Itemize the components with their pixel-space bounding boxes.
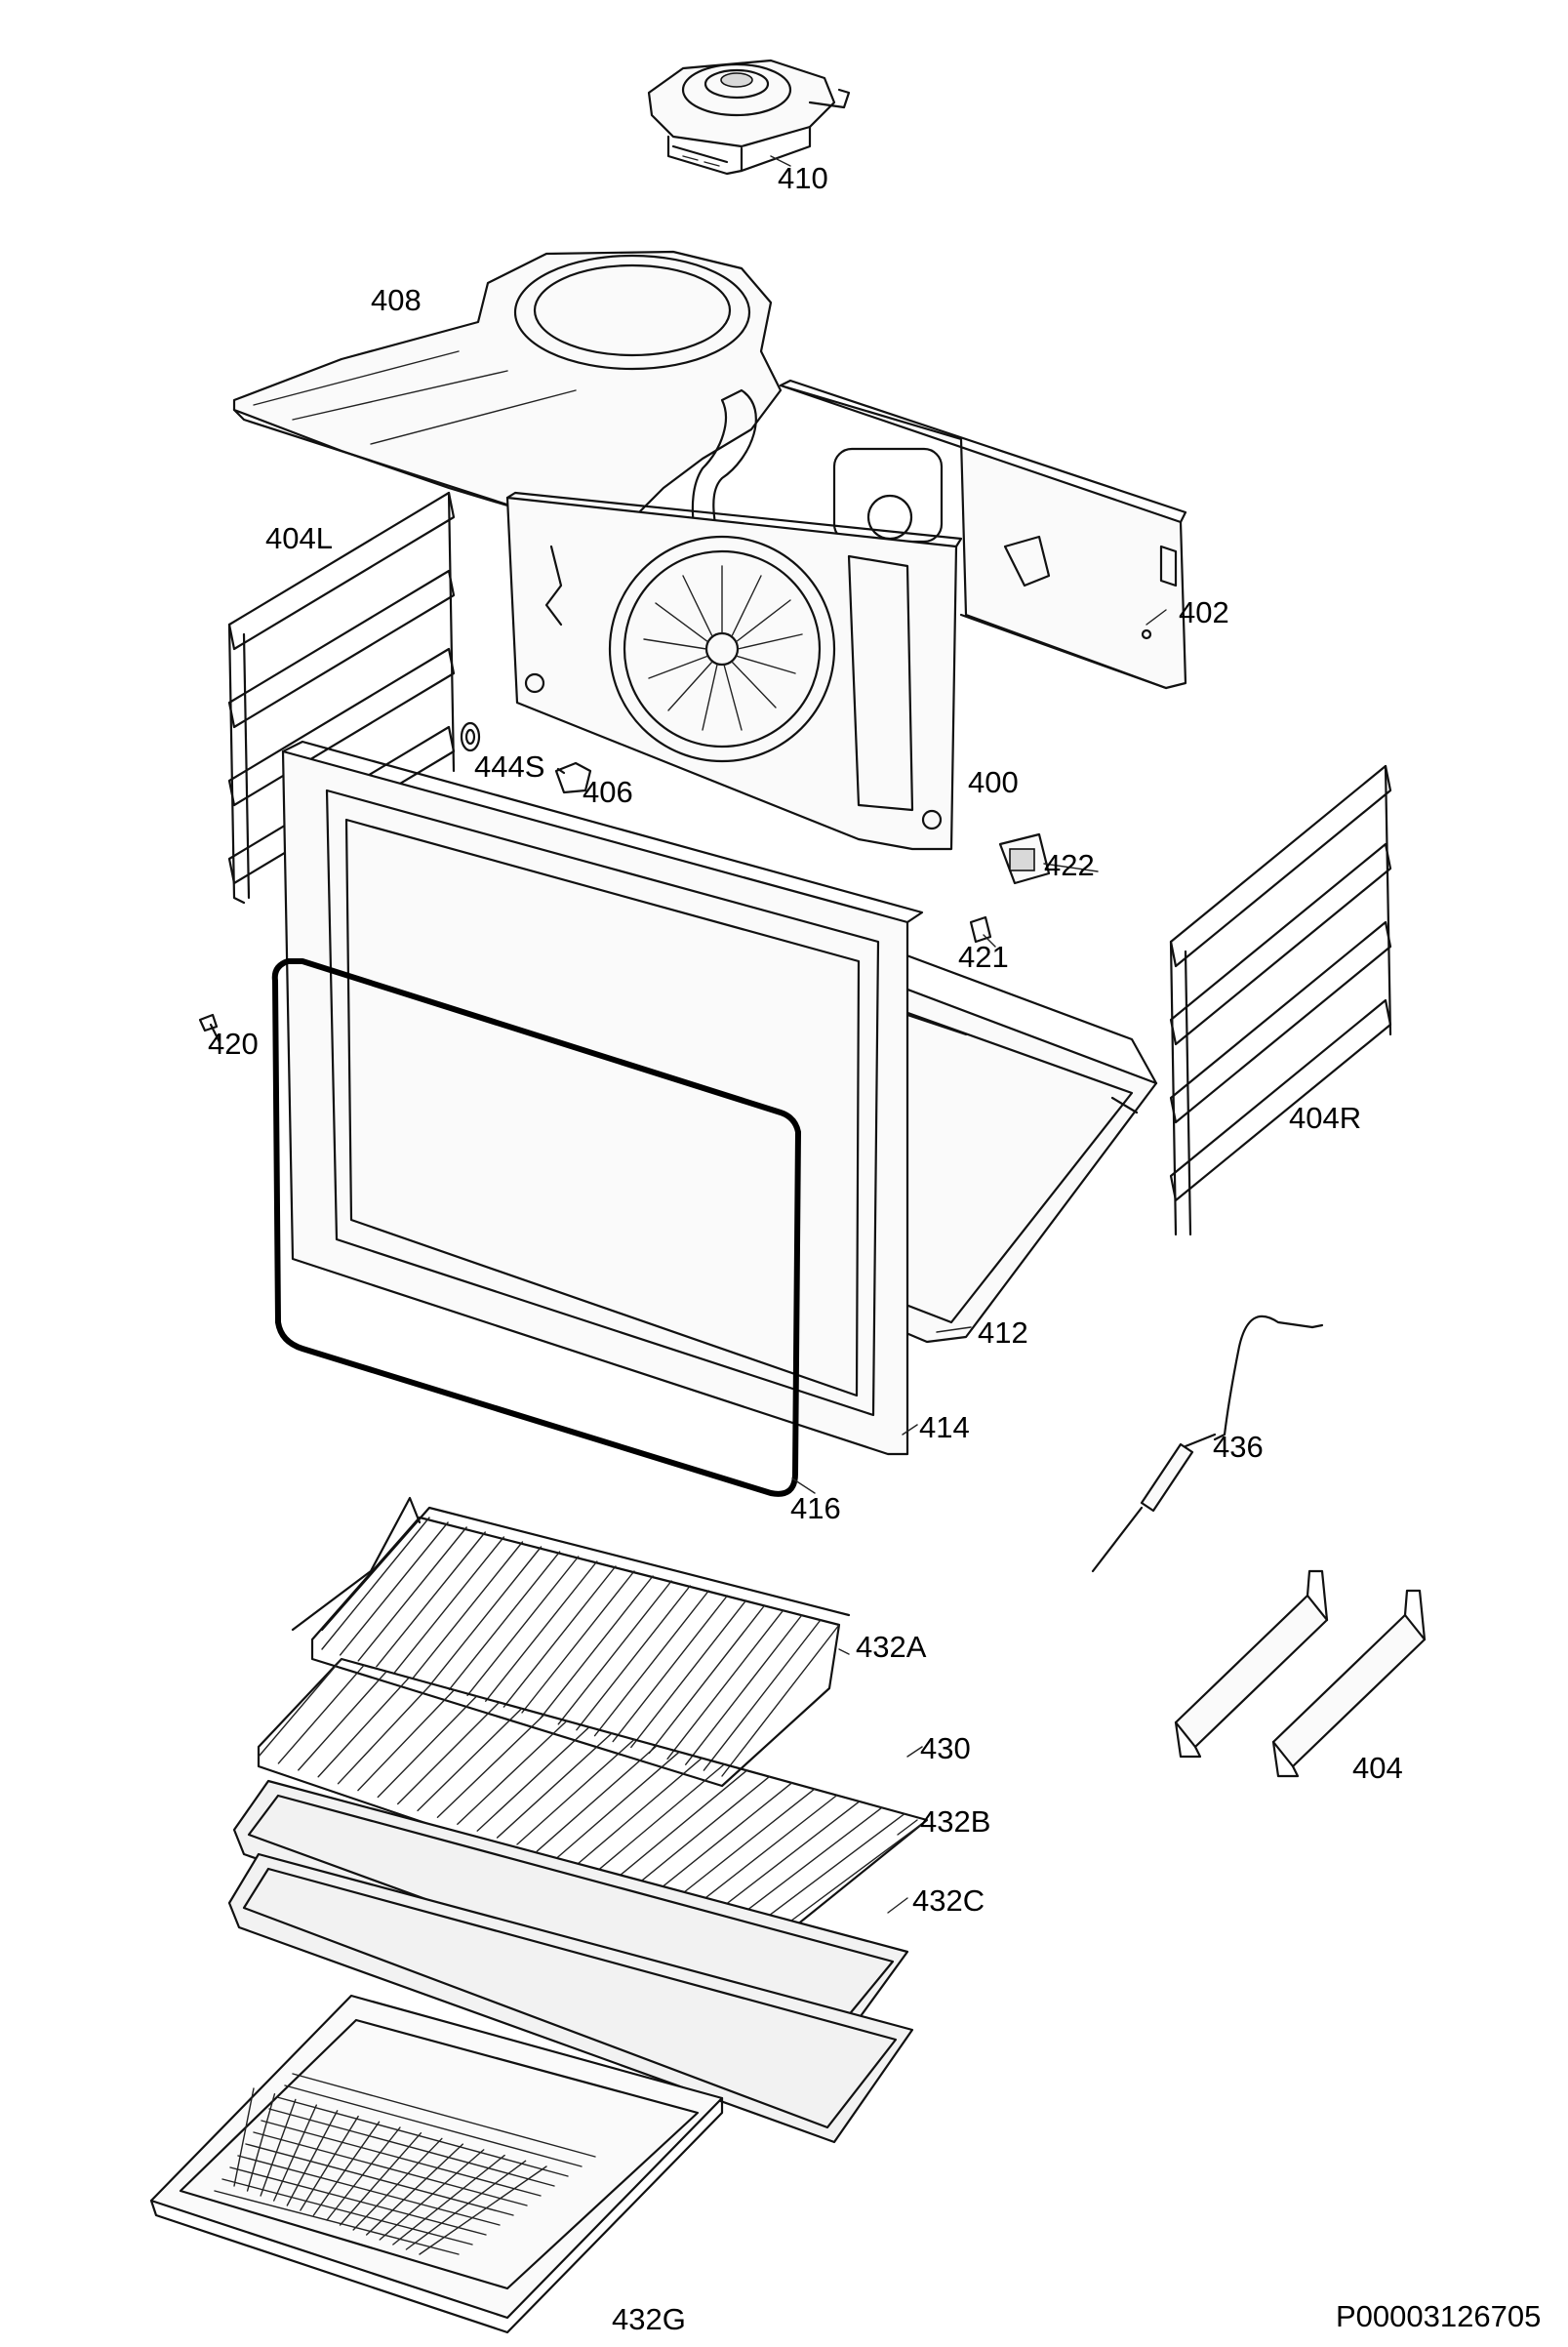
screw-drawing	[198, 1013, 221, 1044]
part-label-432A: 432A	[856, 1630, 927, 1664]
part-label-404L: 404L	[265, 521, 333, 555]
nut-drawing	[554, 761, 592, 794]
left-rack-drawing	[227, 491, 456, 905]
leader-lines	[770, 155, 1167, 1914]
part-label-430: 430	[920, 1731, 971, 1765]
part-label-422: 422	[1044, 848, 1095, 882]
right-rack-drawing	[1169, 764, 1392, 1236]
part-label-432C: 432C	[912, 1883, 985, 1918]
perforated-tray-drawing	[149, 1994, 724, 2334]
deep-tray-drawing	[227, 1852, 914, 2144]
fan-cover-top-drawing	[232, 250, 783, 587]
part-label-444S: 444S	[474, 749, 545, 784]
wire-shelf-drawing	[291, 1496, 851, 1788]
part-label-404R: 404R	[1289, 1101, 1362, 1135]
part-label-400: 400	[968, 765, 1019, 799]
door-gasket-drawing	[271, 958, 801, 1497]
part-label-408: 408	[371, 283, 422, 317]
washer-drawing	[460, 721, 481, 752]
part-label-406: 406	[583, 775, 633, 809]
part-label-404: 404	[1352, 1751, 1403, 1785]
fan-cover-panel-drawing	[505, 491, 963, 851]
front-frame-drawing	[281, 740, 924, 1456]
meat-probe-drawing	[1091, 1315, 1324, 1573]
part-label-432G: 432G	[612, 2302, 686, 2336]
part-label-402: 402	[1179, 595, 1229, 629]
part-label-421: 421	[958, 940, 1009, 974]
part-label-432B: 432B	[920, 1804, 991, 1839]
part-label-412: 412	[978, 1315, 1028, 1350]
telescopic-runners-drawing	[1174, 1569, 1427, 1778]
part-label-410: 410	[778, 161, 828, 195]
document-id: P00003126705	[1336, 2299, 1542, 2333]
fan-motor-drawing	[647, 59, 851, 176]
part-label-416: 416	[790, 1491, 841, 1525]
lamp-holder-drawing	[998, 832, 1051, 885]
part-label-436: 436	[1213, 1430, 1264, 1464]
back-panel-drawing	[779, 379, 1187, 690]
part-label-420: 420	[208, 1027, 259, 1061]
lamp-cover-drawing	[969, 915, 992, 944]
part-label-414: 414	[919, 1410, 970, 1444]
grid-drawing	[257, 1657, 929, 1944]
